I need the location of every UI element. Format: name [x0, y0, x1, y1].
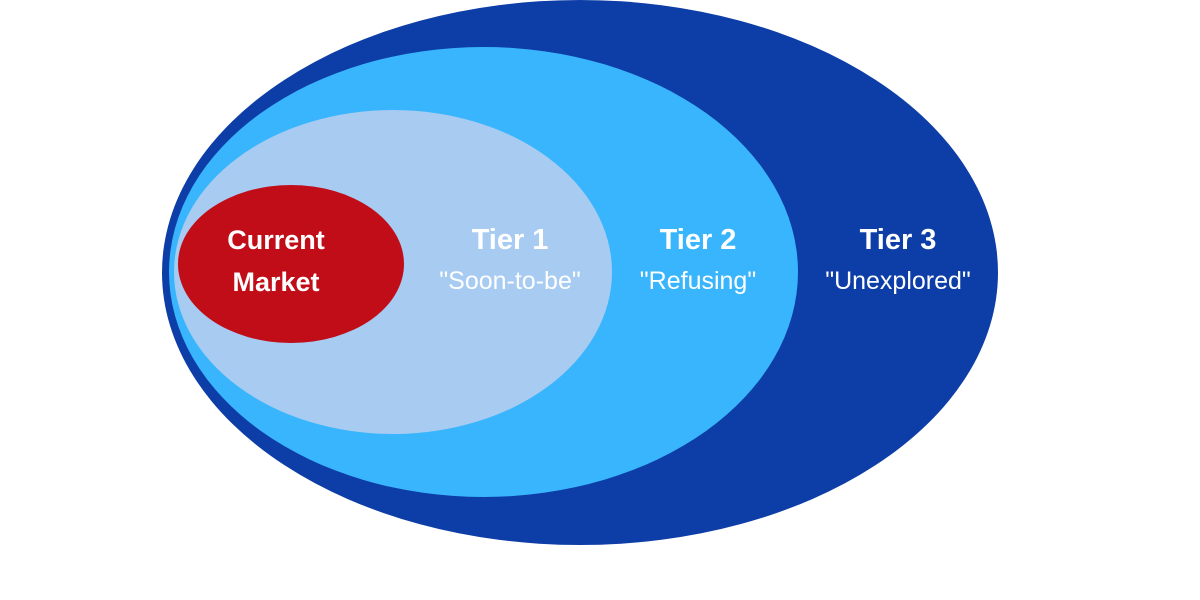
tier3-title: Tier 3 — [859, 224, 937, 256]
tier2-label: Tier 2 "Refusing" — [640, 220, 756, 302]
current-market-label-line1: Current — [227, 225, 325, 255]
tier1-subtitle: "Soon-to-be" — [439, 267, 581, 295]
current-market-label: Current Market — [227, 219, 325, 303]
current-market-ellipse — [178, 185, 404, 343]
tier3-subtitle: "Unexplored" — [825, 267, 971, 295]
tier1-title: Tier 1 — [471, 224, 549, 256]
tier2-title: Tier 2 — [659, 224, 737, 256]
current-market-label-line2: Market — [232, 267, 320, 297]
tier3-label: Tier 3 "Unexplored" — [825, 220, 971, 302]
tier1-label: Tier 1 "Soon-to-be" — [439, 220, 580, 302]
tier2-subtitle: "Refusing" — [639, 267, 757, 295]
